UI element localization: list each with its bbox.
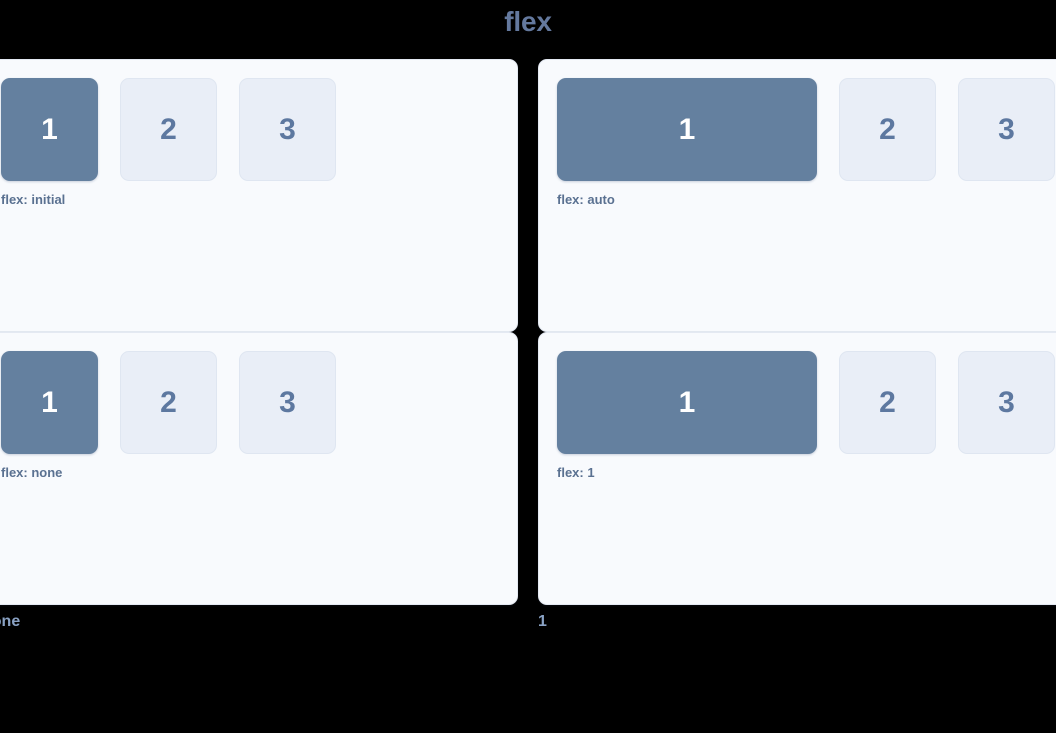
flex-box-3[interactable]: 3 [958,78,1055,181]
flex-row-one: 1 2 3 [557,351,1055,454]
flex-box-1[interactable]: 1 [557,78,817,181]
flex-box-2[interactable]: 2 [839,351,936,454]
flex-box-3[interactable]: 3 [239,351,336,454]
panel-caption: 1 [538,613,547,630]
flex-box-3[interactable]: 3 [239,78,336,181]
demo-cell-auto: 1 2 3 flex: auto auto [538,59,1056,357]
flex-demo-grid: 1 2 3 flex: initial initial 1 2 3 flex: … [0,59,1056,630]
page-title: flex [504,6,552,37]
code-label: flex: none [1,465,63,480]
demo-panel-none: 1 2 3 flex: none [0,332,518,605]
demo-panel-auto: 1 2 3 flex: auto [538,59,1056,332]
code-label: flex: 1 [557,465,595,480]
panel-caption: none [0,613,21,630]
flex-box-1[interactable]: 1 [1,351,98,454]
flex-box-2[interactable]: 2 [120,351,217,454]
flex-box-2[interactable]: 2 [839,78,936,181]
demo-panel-initial: 1 2 3 flex: initial [0,59,518,332]
flex-box-1[interactable]: 1 [1,78,98,181]
demo-cell-none: 1 2 3 flex: none none [0,332,518,630]
code-label: flex: initial [1,192,66,207]
demo-cell-one: 1 2 3 flex: 1 1 [538,332,1056,630]
code-label: flex: auto [557,192,615,207]
demo-cell-initial: 1 2 3 flex: initial initial [0,59,518,357]
flex-row-none: 1 2 3 [1,351,499,454]
flex-box-1[interactable]: 1 [557,351,817,454]
flex-row-initial: 1 2 3 [1,78,499,181]
flex-box-2[interactable]: 2 [120,78,217,181]
flex-row-auto: 1 2 3 [557,78,1055,181]
demo-panel-one: 1 2 3 flex: 1 [538,332,1056,605]
flex-box-3[interactable]: 3 [958,351,1055,454]
